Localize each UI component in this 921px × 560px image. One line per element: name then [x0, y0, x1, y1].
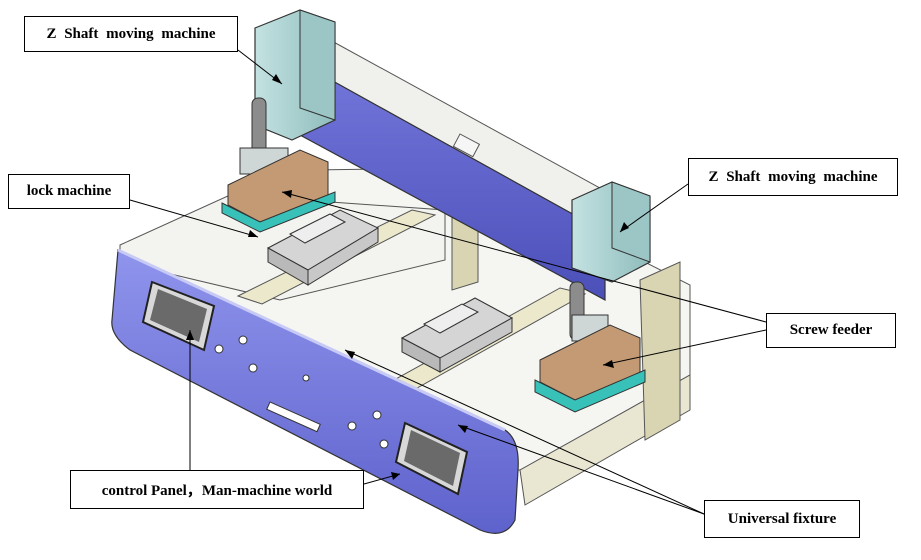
gantry-cutout [452, 133, 481, 158]
front-panel-top-edge [117, 248, 506, 432]
z-head-right-side [611, 181, 651, 263]
screw-feeder-right-base [534, 369, 646, 413]
label-z-shaft-right: Z Shaft moving machine [688, 158, 898, 196]
label-screw-feeder: Screw feeder [766, 313, 896, 348]
label-control-panel: control Panel，Man-machine world [70, 470, 364, 509]
lock-machine-fixture-right [400, 297, 514, 373]
leader-arrowheads [186, 74, 629, 480]
leader-lines [129, 49, 767, 515]
touch-screen-left-inner [150, 289, 207, 342]
screw-feeder-left-base [221, 191, 336, 233]
panel-slot [266, 401, 321, 433]
z-head-left-side [299, 9, 336, 121]
lock-machine-fixture-left [266, 209, 380, 286]
label-lock-machine: lock machine [8, 174, 130, 209]
column-right [639, 261, 681, 441]
label-universal-fixture: Universal fixture [704, 500, 860, 538]
panel-buttons [214, 335, 389, 449]
label-z-shaft-left: Z Shaft moving machine [24, 16, 238, 52]
touch-screen-right-inner [404, 430, 460, 486]
